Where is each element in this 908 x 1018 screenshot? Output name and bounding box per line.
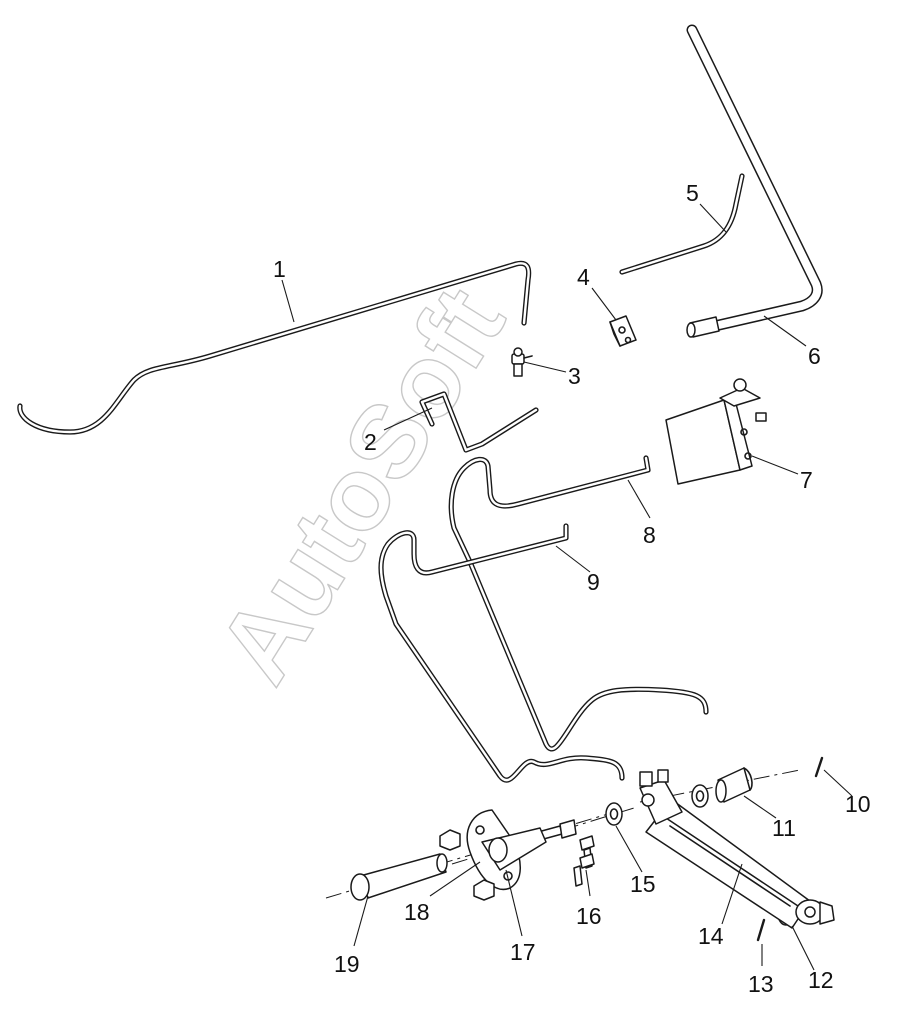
callouts: 1 2 3 4 5 6 7 8 9 10 11 12 13 14 15 16 1… xyxy=(273,180,871,997)
part-2-bracket-wire xyxy=(419,391,539,453)
part-17-mount-bracket xyxy=(466,809,547,891)
callout-5: 5 xyxy=(686,180,699,206)
callout-8: 8 xyxy=(643,522,656,548)
callout-17: 17 xyxy=(510,939,536,965)
callout-6: 6 xyxy=(808,343,821,369)
callout-11: 11 xyxy=(772,815,796,841)
part-11-bushing xyxy=(715,767,753,803)
callout-9: 9 xyxy=(587,569,600,595)
callout-13: 13 xyxy=(748,971,774,997)
part-4-bracket xyxy=(609,315,637,347)
part-14-cylinder xyxy=(639,769,835,929)
leader-lines xyxy=(281,203,853,971)
callout-2: 2 xyxy=(364,429,377,455)
callout-16: 16 xyxy=(576,903,602,929)
callout-14: 14 xyxy=(698,923,724,949)
callout-19: 19 xyxy=(334,951,360,977)
part-9-pipe xyxy=(378,523,625,783)
part-8-pipe xyxy=(448,455,709,752)
callout-7: 7 xyxy=(800,467,813,493)
callout-15: 15 xyxy=(630,871,656,897)
part-10-pin xyxy=(814,756,824,778)
watermark-text: AutoSoft xyxy=(196,268,527,702)
part-16-bolts xyxy=(537,819,595,887)
callout-10: 10 xyxy=(845,791,871,817)
part-7-reservoir xyxy=(665,378,767,485)
part-18-nuts xyxy=(439,829,495,901)
part-6-rod xyxy=(686,24,823,338)
part-1-pipe xyxy=(17,260,532,435)
callout-1: 1 xyxy=(273,256,286,282)
part-19-pin xyxy=(350,853,448,901)
callout-18: 18 xyxy=(404,899,430,925)
callout-4: 4 xyxy=(577,264,590,290)
watermark: AutoSoft xyxy=(195,268,527,703)
callout-12: 12 xyxy=(808,967,834,993)
part-5-pipe xyxy=(619,173,745,275)
part-15-washer xyxy=(605,802,623,826)
cylinder-washer xyxy=(691,784,709,808)
callout-3: 3 xyxy=(568,363,581,389)
part-3-fitting xyxy=(511,347,533,377)
part-13-pin xyxy=(756,918,766,942)
